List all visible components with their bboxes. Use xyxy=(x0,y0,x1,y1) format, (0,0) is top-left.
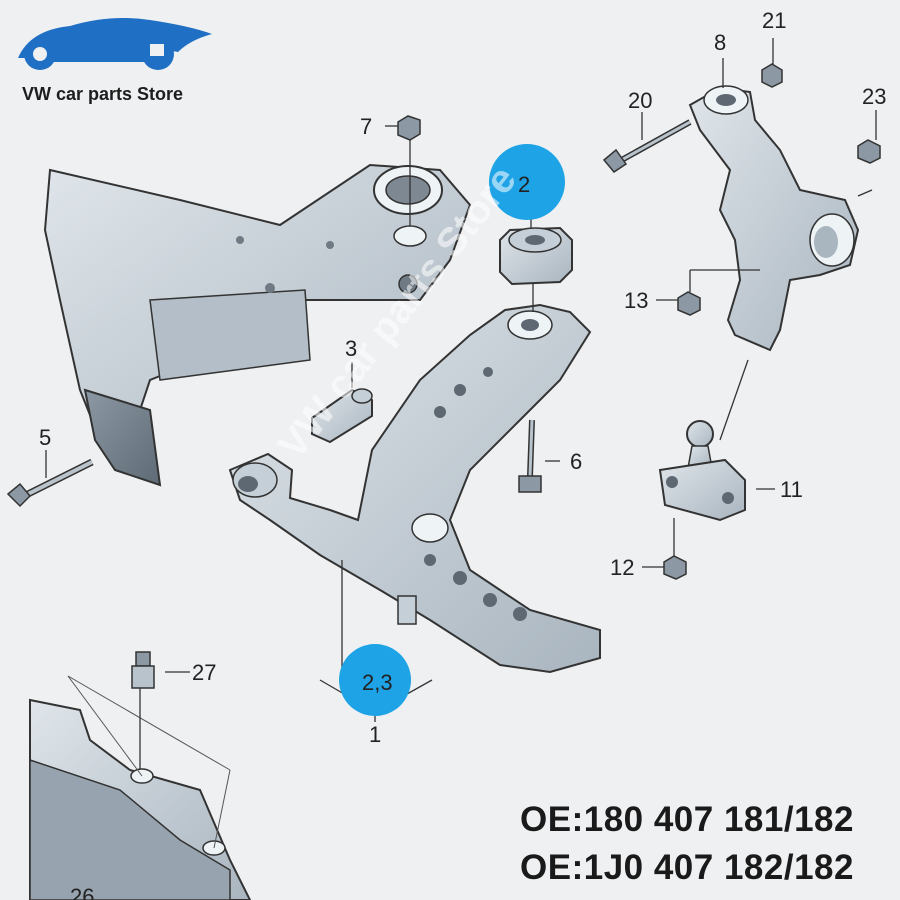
bolt-part-27 xyxy=(131,651,155,689)
callout-21: 21 xyxy=(762,8,786,33)
callout-26: 26 xyxy=(70,884,94,900)
highlight-circle-2 xyxy=(489,144,565,220)
callout-11: 11 xyxy=(780,477,803,502)
oe-number-2: OE:1J0 407 182/182 xyxy=(520,848,854,887)
callout-3: 3 xyxy=(345,336,357,361)
callout-5: 5 xyxy=(39,425,51,450)
nut-part-13 xyxy=(677,291,701,316)
callout-27: 27 xyxy=(192,660,216,685)
callout-23: 23 xyxy=(862,84,886,109)
callout-2-3: 2,3 xyxy=(362,670,393,695)
nut-part-21 xyxy=(761,63,783,88)
callout-13: 13 xyxy=(624,288,648,313)
nut-part-12 xyxy=(663,555,687,580)
highlight-circle-23 xyxy=(339,644,411,716)
steering-knuckle xyxy=(688,85,860,352)
bolt-part-20 xyxy=(602,119,692,173)
bolt-part-6 xyxy=(518,419,542,493)
callout-20: 20 xyxy=(628,88,652,113)
bolt-part-5 xyxy=(6,458,94,508)
store-name: VW car parts Store xyxy=(22,84,184,104)
ball-joint-part-11 xyxy=(658,420,746,522)
callout-1: 1 xyxy=(369,722,381,747)
oe-number-1: OE:180 407 181/182 xyxy=(520,800,854,839)
car-wrench-logo-icon xyxy=(18,18,212,70)
bushing-part-3 xyxy=(311,388,373,444)
nut-part-23 xyxy=(857,139,881,164)
callout-6: 6 xyxy=(570,449,582,474)
callout-8: 8 xyxy=(714,30,726,55)
nut-part-7 xyxy=(397,115,421,141)
callout-7: 7 xyxy=(360,114,372,139)
subframe xyxy=(43,163,472,487)
body-part-26 xyxy=(29,675,252,900)
callout-12: 12 xyxy=(610,555,634,580)
bushing-part-2 xyxy=(499,226,573,286)
control-arm-part-1 xyxy=(228,303,601,674)
callout-2: 2 xyxy=(518,172,530,197)
